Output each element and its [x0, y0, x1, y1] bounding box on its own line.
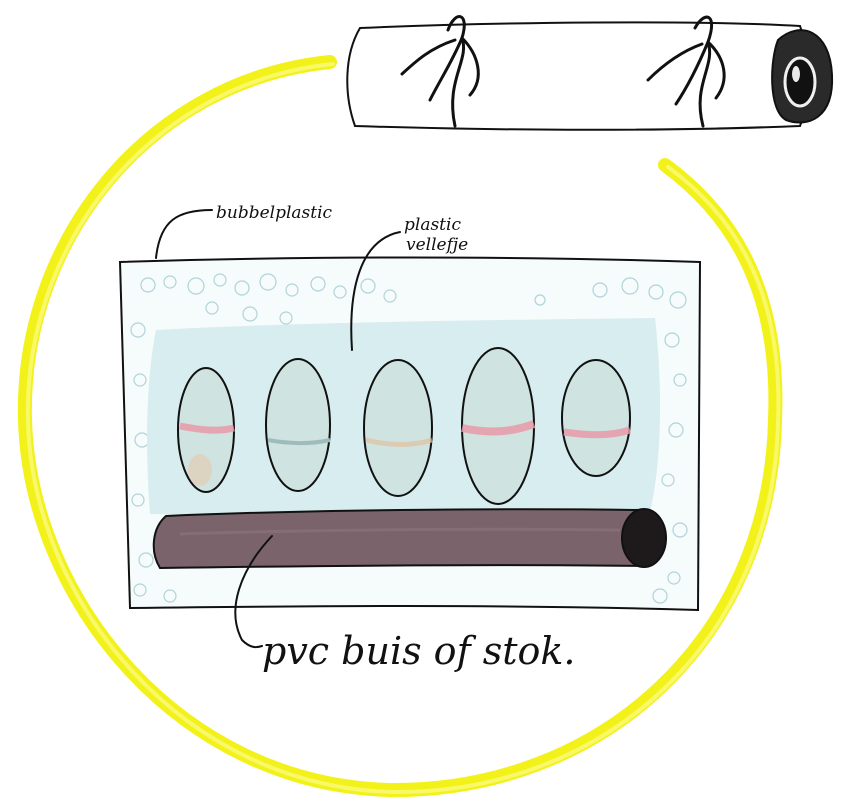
wrapped-item: [265, 358, 331, 492]
label-pvc-tube: pvc buis of stok.: [262, 629, 575, 673]
sleeve-leader: [350, 231, 401, 351]
label-sleeve-line2: vellefje: [406, 235, 468, 255]
wrapped-item: [177, 367, 235, 493]
wrapped-item: [363, 359, 433, 497]
wrapped-item: [461, 347, 536, 505]
rolled-bundle-icon: [346, 15, 834, 131]
bubble-wrap-leader: [155, 209, 213, 259]
pvc-tube: [152, 508, 667, 570]
wrapped-item: [561, 359, 632, 477]
string-tie-icon: [646, 15, 726, 128]
wrapped-items: [177, 347, 632, 505]
label-bubble-wrap: bubbelplastic: [216, 203, 333, 223]
tube-leader: [234, 535, 273, 649]
string-tie-icon: [400, 15, 480, 128]
label-sleeve-line1: plastic: [404, 215, 461, 235]
